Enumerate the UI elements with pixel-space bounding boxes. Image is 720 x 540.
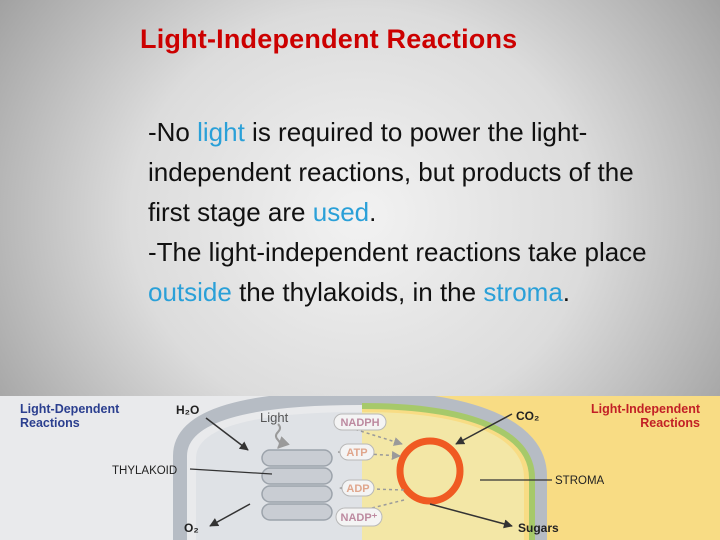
p1-highlight-used: used [312, 197, 370, 227]
thylakoid-label: THYLAKOID [112, 465, 177, 477]
adp-badge: ADP [341, 479, 375, 497]
h2o-arrow [205, 417, 249, 451]
slide-body: -No light is required to power the light… [148, 112, 648, 312]
chloroplast-outer-membrane [173, 396, 547, 540]
co2-arrow [455, 413, 513, 445]
nadph-badge: NADPH [333, 413, 387, 431]
p1-text-c: . [369, 197, 377, 227]
right-heading-line2: Reactions [640, 416, 700, 430]
p2-highlight-outside: outside [148, 277, 232, 307]
nadp-badge: NADP⁺ [335, 507, 383, 527]
atp-badge: ATP [339, 443, 375, 461]
right-heading-line1: Light-Independent [591, 402, 701, 416]
chloroplast-diagram: NADPH ATP ADP NADP⁺ Light-Dependent Reac… [0, 396, 720, 540]
o2-arrow [209, 503, 251, 527]
p1-highlight-light: light [197, 117, 245, 147]
co2-label: CO₂ [516, 409, 539, 423]
nadph-arrow [337, 423, 403, 446]
paragraph-2: -The light-independent reactions take pl… [148, 232, 648, 312]
thylakoid-stack [261, 449, 333, 521]
chloroplast-green-band [361, 403, 535, 540]
p1-text-a: -No [148, 117, 198, 147]
nadp-label: NADP⁺ [341, 512, 378, 524]
atp-label: ATP [346, 447, 367, 459]
adp-label: ADP [346, 483, 369, 495]
calvin-cycle-ring [396, 437, 464, 505]
p2-text-b: the thylakoids, in the [231, 277, 484, 307]
nadph-label: NADPH [340, 417, 379, 429]
thylakoid-pointer [189, 468, 273, 475]
left-heading-line1: Light-Dependent [20, 402, 120, 416]
sugars-arrow [429, 503, 513, 529]
paragraph-1: -No light is required to power the light… [148, 112, 648, 232]
slide-title: Light-Independent Reactions [140, 24, 518, 54]
stroma-label: STROMA [555, 475, 605, 487]
p2-text-a: -The light-independent reactions take pl… [148, 237, 647, 267]
h2o-label: H₂O [176, 403, 199, 417]
p2-highlight-stroma: stroma [483, 277, 563, 307]
sugars-label: Sugars [518, 521, 559, 535]
light-label: Light [260, 410, 289, 425]
left-heading-line2: Reactions [20, 416, 80, 430]
p2-text-c: . [562, 277, 571, 307]
o2-label: O₂ [184, 521, 199, 535]
p1-text-b: is required to power the light-independe… [148, 117, 634, 227]
light-wave-arrow [275, 423, 290, 449]
